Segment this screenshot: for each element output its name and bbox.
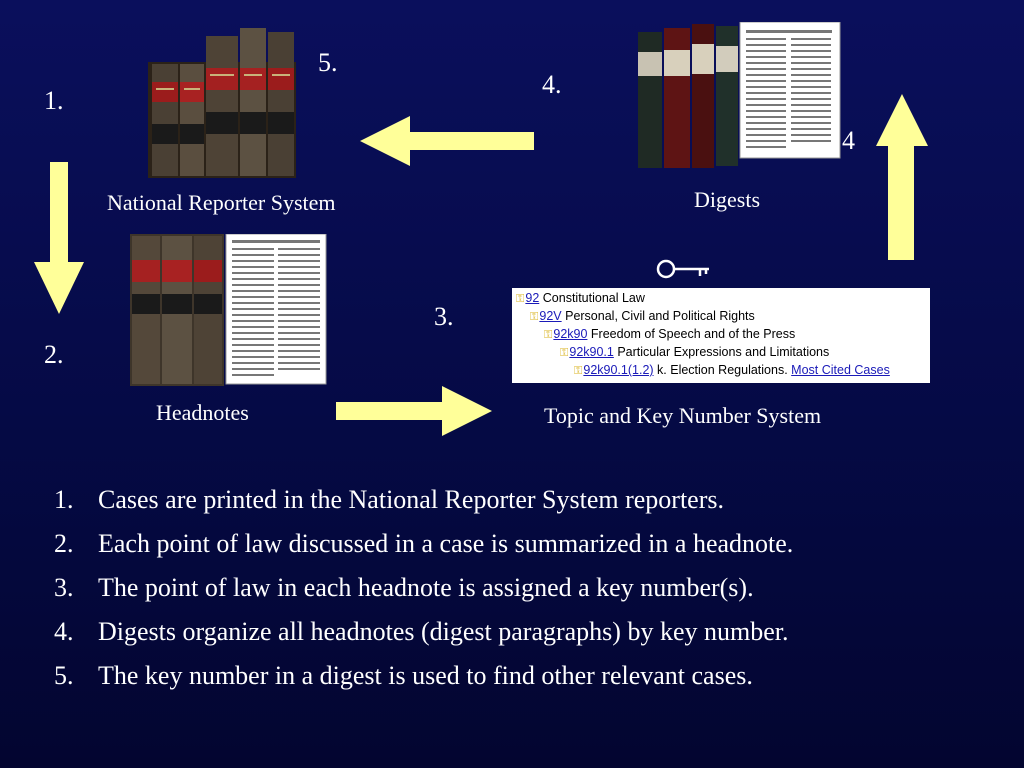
headnotes-books-icon	[130, 234, 328, 386]
topic-text: Particular Expressions and Limitations	[617, 345, 830, 359]
arrow-down-icon	[34, 162, 84, 314]
topic-link[interactable]: 92k90	[553, 327, 588, 341]
topic-key-number-panel: ⚿92 Constitutional Law ⚿92V Personal, Ci…	[512, 288, 930, 383]
topic-text: k. Election Regulations.	[657, 363, 788, 377]
topic-row: ⚿92V Personal, Civil and Political Right…	[512, 308, 930, 326]
topic-row: ⚿92k90.1 Particular Expressions and Limi…	[512, 344, 930, 362]
step-number: 1.	[54, 485, 74, 514]
step-text: The key number in a digest is used to fi…	[98, 661, 753, 690]
step-label-4-side: 4	[842, 126, 855, 155]
topic-row: ⚿92 Constitutional Law	[512, 290, 930, 308]
step-label-2: 2.	[44, 340, 64, 369]
caption-topic-key-number: Topic and Key Number System	[544, 403, 822, 428]
step-number: 5.	[54, 661, 74, 690]
step-number: 3.	[54, 573, 74, 602]
step-label-4: 4.	[542, 70, 562, 99]
arrow-up-icon	[876, 94, 928, 260]
topic-text: Freedom of Speech and of the Press	[590, 327, 796, 341]
reporter-books-icon	[148, 28, 298, 178]
step-label-1: 1.	[44, 86, 64, 115]
step-item: 3. The point of law in each headnote is a…	[54, 566, 1019, 610]
topic-link[interactable]: 92V	[539, 309, 562, 323]
caption-digests: Digests	[694, 187, 760, 212]
step-text: Cases are printed in the National Report…	[98, 485, 724, 514]
topic-link[interactable]: 92k90.1	[569, 345, 614, 359]
key-icon: ⚿	[530, 311, 539, 323]
digest-books-icon	[636, 22, 842, 172]
arrow-right-icon	[336, 386, 492, 436]
topic-row: ⚿92k90.1(1.2) k. Election Regulations. M…	[512, 362, 930, 380]
step-text: Each point of law discussed in a case is…	[98, 529, 794, 558]
arrow-left-icon	[360, 116, 534, 166]
step-label-3: 3.	[434, 302, 454, 331]
step-number: 2.	[54, 529, 74, 558]
step-item: 5. The key number in a digest is used to …	[54, 654, 1019, 698]
topic-row: ⚿92k90 Freedom of Speech and of the Pres…	[512, 326, 930, 344]
step-item: 4. Digests organize all headnotes (digest…	[54, 610, 1019, 654]
step-item: 1. Cases are printed in the National Repo…	[54, 478, 1019, 522]
step-text: The point of law in each headnote is ass…	[98, 573, 754, 602]
topic-text: Constitutional Law	[542, 291, 645, 305]
steps-list: 1. Cases are printed in the National Repo…	[54, 478, 1019, 698]
most-cited-cases-link[interactable]: Most Cited Cases	[791, 363, 890, 377]
caption-headnotes: Headnotes	[156, 400, 249, 425]
step-number: 4.	[54, 617, 74, 646]
key-icon: ⚿	[516, 293, 525, 305]
key-icon: ⚿	[560, 347, 569, 359]
key-icon: ⚿	[574, 365, 583, 377]
step-item: 2. Each point of law discussed in a case …	[54, 522, 1019, 566]
topic-text: Personal, Civil and Political Rights	[565, 309, 755, 323]
step-label-5: 5.	[318, 48, 338, 77]
topic-link[interactable]: 92	[525, 291, 540, 305]
topic-link[interactable]: 92k90.1(1.2)	[583, 363, 654, 377]
key-icon	[656, 258, 712, 285]
caption-national-reporter-system: National Reporter System	[107, 190, 336, 215]
key-icon: ⚿	[544, 329, 553, 341]
step-text: Digests organize all headnotes (digest p…	[98, 617, 789, 646]
